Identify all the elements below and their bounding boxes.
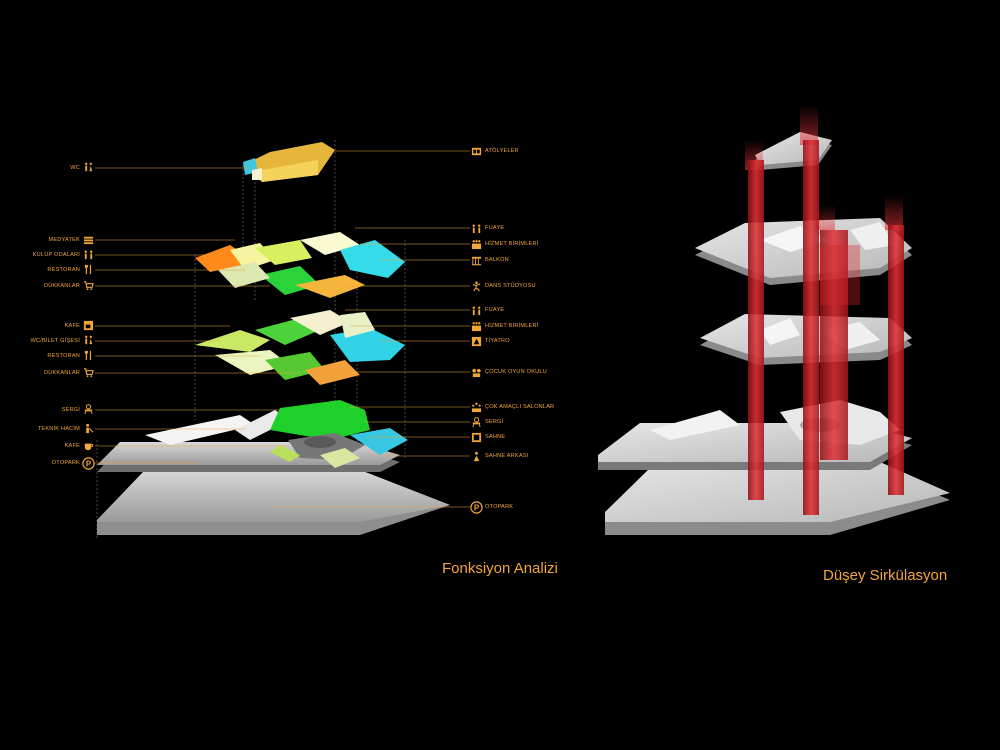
label-kafe: KAFE [64,323,80,329]
restroom-icon [85,335,93,345]
dancer-icon [472,281,481,292]
exhibition-icon [84,404,93,415]
kids-icon [472,368,481,378]
parking-slab-lower [97,470,450,535]
workshop-icon [471,147,482,156]
exhibition-icon [472,417,481,428]
coffee-cup-icon [84,443,94,451]
coffee-cup-icon [83,320,94,331]
label-dukkanlar-2: DÜKKANLAR [44,370,80,376]
parking-icon: P [82,457,95,470]
people-group-icon [84,250,93,260]
label-cocuk-oyun-okulu: ÇOCUK OYUN OKULU [485,369,547,375]
technician-icon [86,423,94,434]
books-icon [83,236,94,245]
label-dans-studyosu: DANS STÜDYOSU [485,283,536,289]
balcony-icon [471,256,482,266]
label-wc: WC [70,165,80,171]
label-sahne-arkasi: SAHNE ARKASI [485,453,529,459]
label-wc-bilet-gisesi: WC/BİLET GİŞESİ [30,338,80,344]
people-group-icon [471,402,482,413]
label-medyatek: MEDYATEK [48,237,80,243]
label-restoran-2: RESTORAN [47,353,80,359]
svg-text:P: P [86,459,92,468]
label-tiyatro: TİYATRO [485,338,510,344]
ground-floor-functions [145,400,408,468]
label-fuaye-2: FUAYE [485,307,505,313]
theater-icon [471,336,482,347]
label-sergi: SERGİ [61,407,80,413]
label-fuaye: FUAYE [485,225,505,231]
circulation-cores [745,105,904,515]
staff-icon [471,322,482,332]
shopping-cart-icon [83,281,94,291]
top-floor-functions [243,142,335,182]
parking-icon: P [470,501,483,514]
restroom-icon [85,162,93,172]
label-dukkanlar: DÜKKANLAR [44,283,80,289]
label-cok-amacli-salonlar: ÇOK AMAÇLI SALONLAR [485,404,555,410]
leader-lines [95,150,470,508]
label-hizmet-birimleri-2: HİZMET BİRİMLERİ [485,323,539,329]
label-sergi-right: SERGİ [485,419,504,425]
cutlery-icon [84,264,92,275]
second-floor-functions [195,232,405,298]
svg-text:P: P [474,503,480,512]
label-restoran: RESTORAN [47,267,80,273]
caption-function-analysis: Fonksiyon Analizi [442,560,558,577]
label-kulup-odalari: KULÜP ODALARI [32,252,80,258]
label-kafe-2: KAFE [64,443,80,449]
label-sahne: SAHNE [485,434,506,440]
caption-vertical-circulation: Düşey Sirkülasyon [823,567,948,584]
label-teknik-hacim: TEKNİK HACİM [37,426,80,432]
label-otopark: OTOPARK [51,460,80,466]
shopping-cart-icon [83,368,94,378]
circulation-diagram [598,105,950,535]
people-group-icon [472,306,481,316]
staff-icon [471,240,482,250]
label-otopark-right: OTOPARK [485,504,514,510]
label-atolyeler: ATÖLYELER [485,148,519,154]
backstage-icon [473,451,480,462]
label-hizmet-birimleri: HİZMET BİRİMLERİ [485,241,539,247]
cutlery-icon [84,350,92,361]
people-group-icon [472,224,481,234]
label-balkon: BALKON [485,257,509,263]
first-floor-functions [195,310,405,385]
stage-icon [471,432,482,443]
